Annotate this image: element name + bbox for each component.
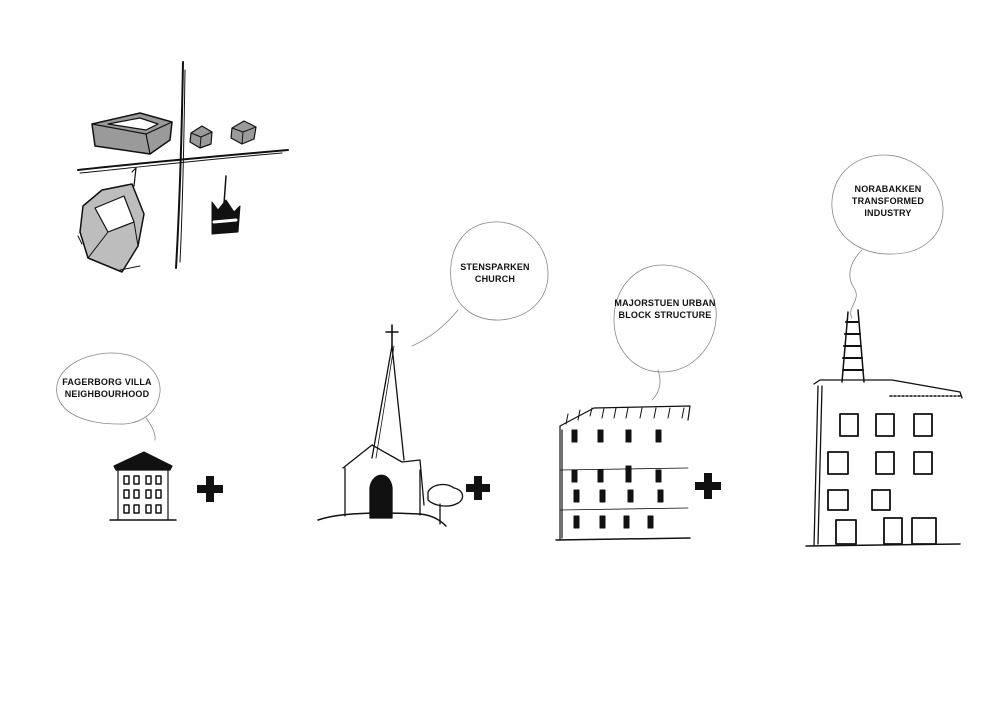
label-norabakken-line3: INDUSTRY <box>864 208 912 218</box>
label-fagerborg-line2: NEIGHBOURHOOD <box>64 389 150 399</box>
urban-block-sketch <box>555 405 691 541</box>
plus-icon <box>466 476 490 500</box>
label-norabakken-line2: TRANSFORMED <box>851 196 925 206</box>
speech-bubble-stensparken <box>411 221 549 347</box>
villa-sketch <box>109 451 177 521</box>
label-stensparken-line2: CHURCH <box>474 274 516 284</box>
label-stensparken-line1: STENSPARKEN <box>460 262 530 272</box>
small-house-sketch <box>230 120 257 145</box>
small-house-sketch <box>189 125 213 149</box>
label-majorstuen-line2: BLOCK STRUCTURE <box>618 310 712 320</box>
label-fagerborg-line1: FAGERBORG VILLA <box>62 377 152 387</box>
plus-icon <box>197 476 223 502</box>
label-norabakken-line1: NORABAKKEN <box>854 184 922 194</box>
label-majorstuen-line1: MAJORSTUEN URBAN <box>614 298 716 308</box>
industry-sketch <box>805 309 963 547</box>
large-building-sketch <box>77 167 145 273</box>
speech-bubble-majorstuen <box>613 264 717 401</box>
label-stensparken: STENSPARKEN CHURCH <box>450 261 540 285</box>
church-sketch <box>317 324 464 527</box>
church-mini-sketch <box>211 175 241 235</box>
label-fagerborg: FAGERBORG VILLA NEIGHBOURHOOD <box>58 376 156 400</box>
speech-bubble-fagerborg <box>56 352 161 441</box>
plus-icon <box>695 473 721 499</box>
courtyard-block-sketch <box>91 112 173 155</box>
label-norabakken: NORABAKKEN TRANSFORMED INDUSTRY <box>838 183 938 219</box>
label-majorstuen: MAJORSTUEN URBAN BLOCK STRUCTURE <box>610 297 720 321</box>
speech-bubble-norabakken <box>831 154 944 319</box>
site-axonometric-sketch <box>77 61 289 273</box>
